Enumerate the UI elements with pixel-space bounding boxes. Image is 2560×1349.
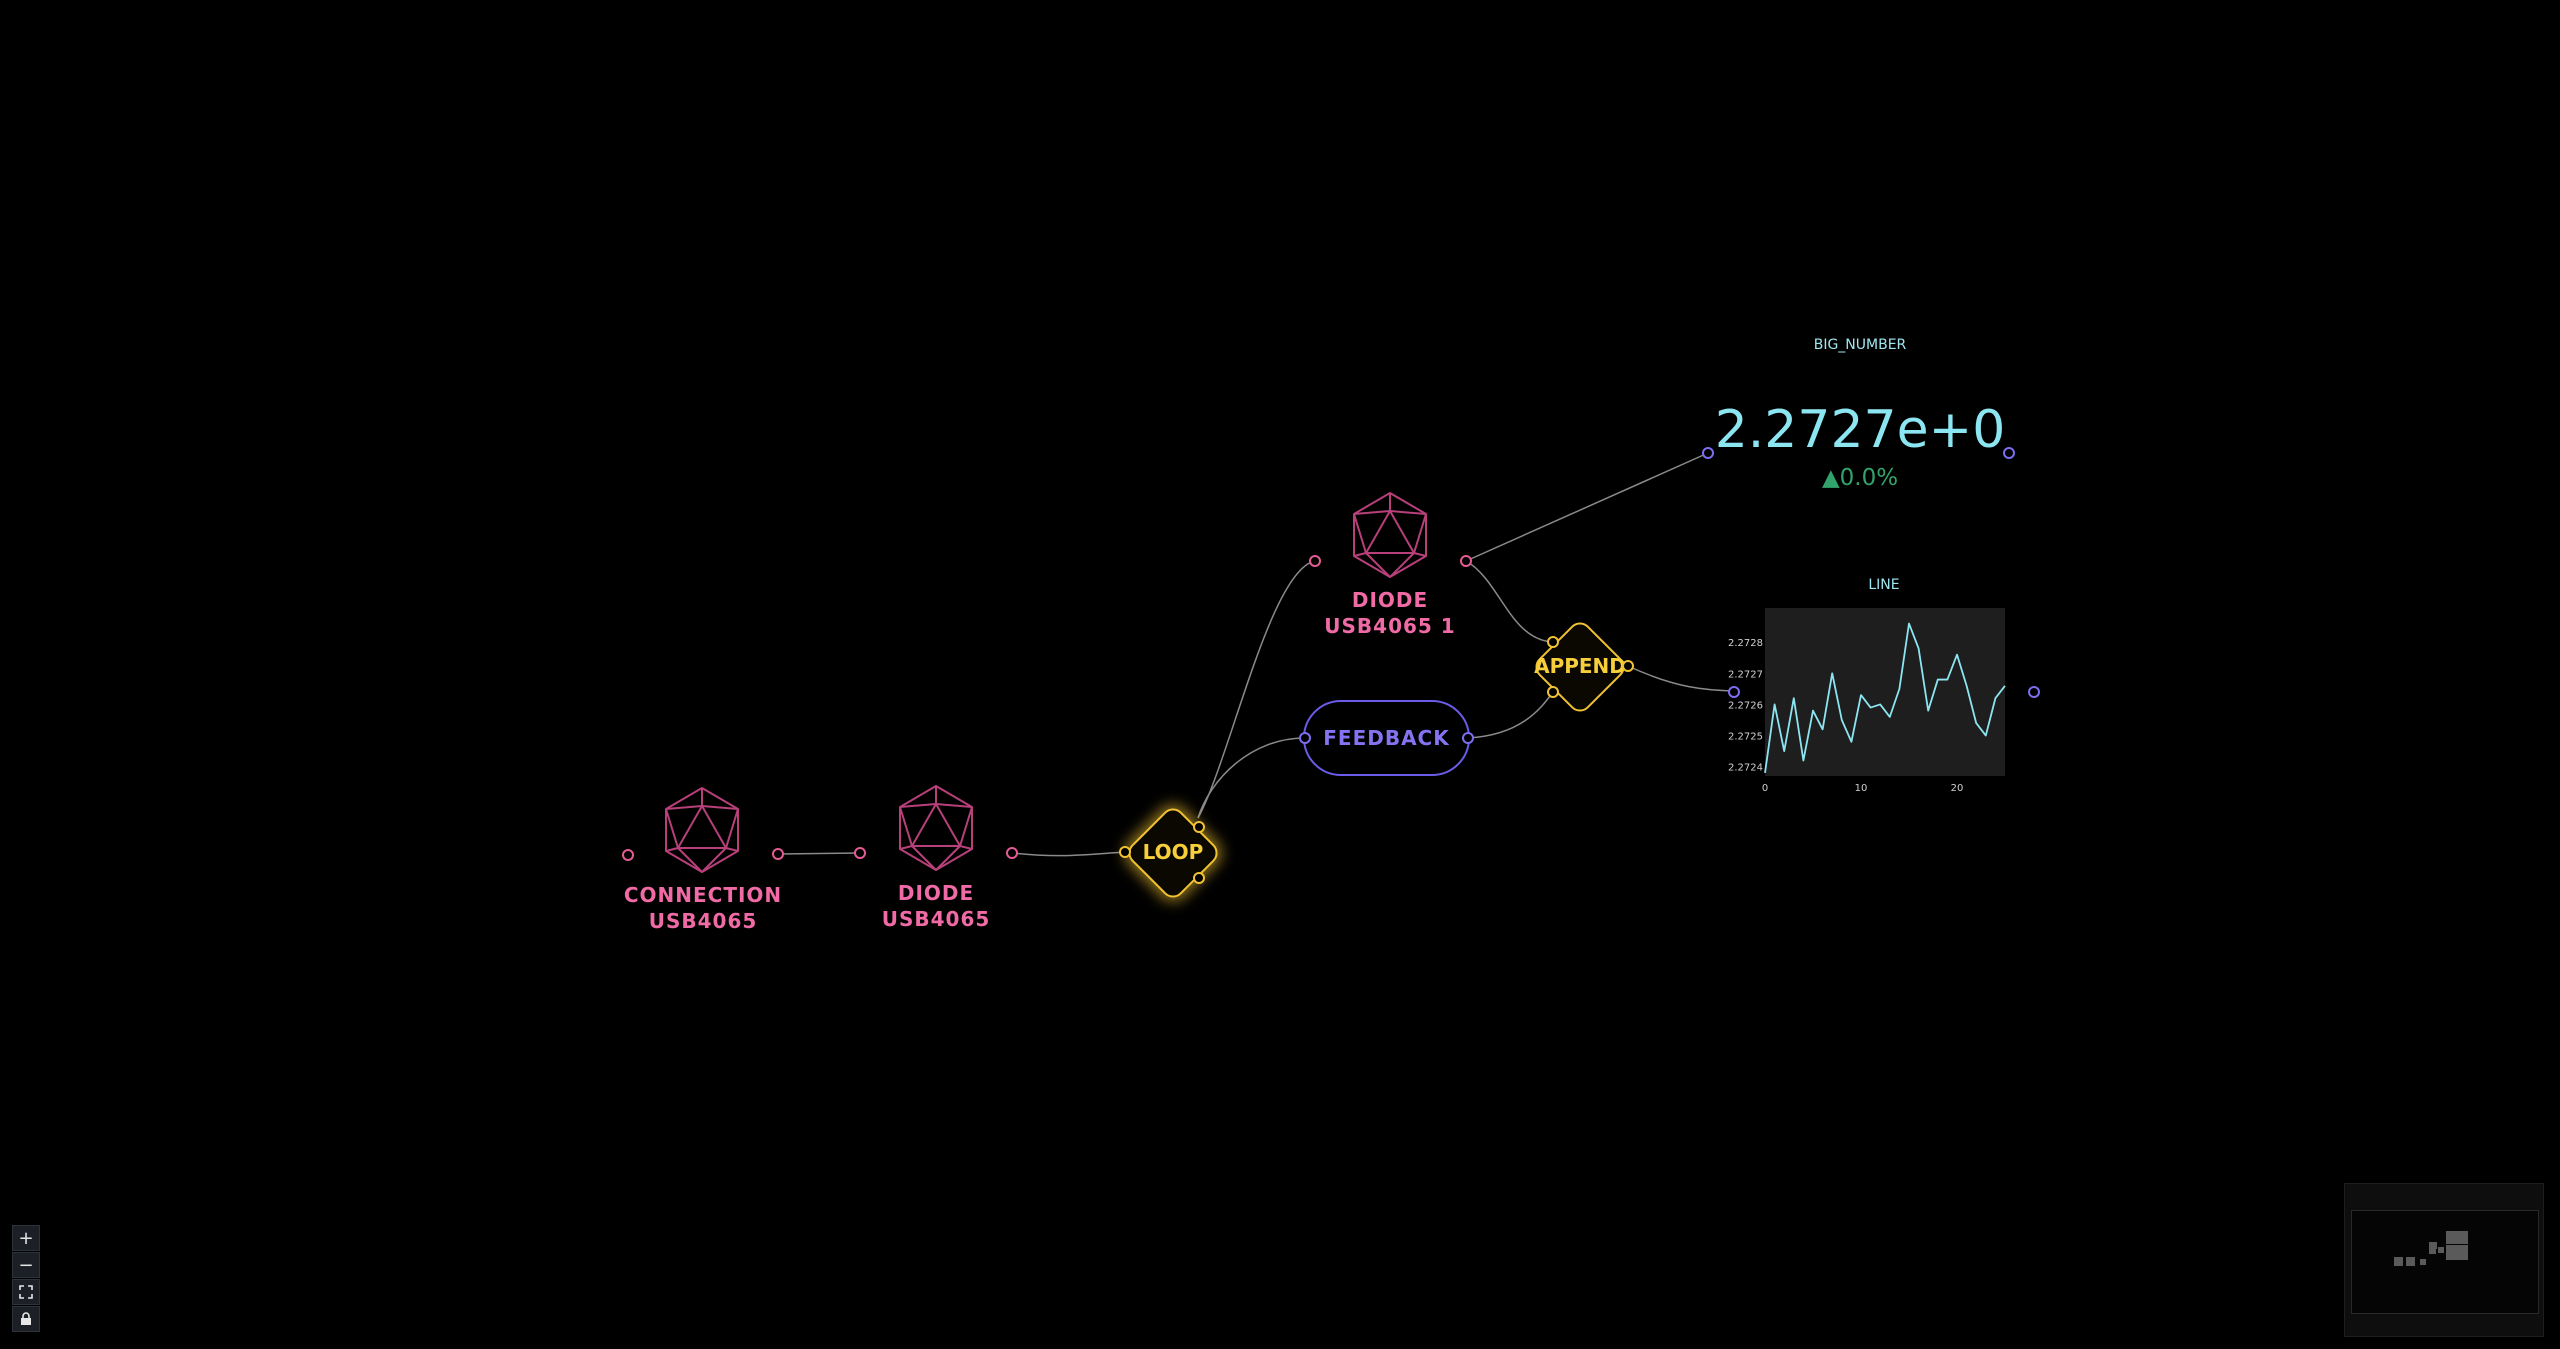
- y-tick-label: 2.2725: [1728, 732, 1763, 743]
- x-tick-label: 20: [1951, 783, 1964, 794]
- y-tick-label: 2.2724: [1728, 763, 1763, 774]
- minimap-node: [2438, 1247, 2444, 1253]
- minimap-node: [2420, 1259, 2426, 1265]
- y-tick-label: 2.2727: [1728, 669, 1763, 680]
- edge-append-line: [1627, 665, 1735, 692]
- y-tick-label: 2.2726: [1728, 700, 1763, 711]
- diode-1-title: DIODE: [1351, 588, 1429, 612]
- diode-title: DIODE: [897, 881, 975, 905]
- minimap-viewport[interactable]: [2351, 1210, 2539, 1314]
- port-loop-in[interactable]: [1119, 846, 1131, 858]
- fit-view-button[interactable]: [12, 1279, 40, 1305]
- edge-feedback-append: [1467, 691, 1554, 739]
- line-chart[interactable]: 2.2724 2.2725 2.2726 2.2727 2.2728 0 10 20: [1720, 600, 2010, 796]
- icosahedron-icon[interactable]: [662, 786, 742, 874]
- edge-connection-diode: [777, 852, 861, 855]
- port-loop-out-2[interactable]: [1193, 872, 1205, 884]
- port-append-in-2[interactable]: [1547, 686, 1559, 698]
- port-loop-out-1[interactable]: [1193, 821, 1205, 833]
- port-feedback-out[interactable]: [1462, 732, 1474, 744]
- big-number-value: 2.2727e+0: [1714, 400, 2006, 460]
- port-diode-1-in[interactable]: [1309, 555, 1321, 567]
- diode-subtitle: USB4065: [881, 907, 991, 931]
- port-append-in-1[interactable]: [1547, 636, 1559, 648]
- zoom-out-button[interactable]: −: [12, 1252, 40, 1278]
- connection-title: CONNECTION: [623, 883, 783, 907]
- port-big-number-out[interactable]: [2003, 447, 2015, 459]
- zoom-in-button[interactable]: +: [12, 1225, 40, 1251]
- x-tick-label: 10: [1855, 783, 1868, 794]
- icosahedron-icon[interactable]: [896, 784, 976, 872]
- x-tick-label: 0: [1762, 783, 1768, 794]
- lock-icon: [21, 1312, 31, 1325]
- minimap-node: [2394, 1257, 2403, 1266]
- loop-label: LOOP: [1142, 840, 1204, 864]
- minimap[interactable]: [2344, 1183, 2544, 1337]
- port-connection-out[interactable]: [772, 848, 784, 860]
- port-connection-in[interactable]: [622, 849, 634, 861]
- minimap-node: [2446, 1231, 2468, 1244]
- big-number-delta: ▲0.0%: [1821, 465, 1899, 491]
- node-label-diode: DIODE USB4065: [856, 880, 1016, 932]
- fit-view-icon: [19, 1285, 33, 1299]
- minimap-node: [2429, 1242, 2437, 1249]
- port-append-out[interactable]: [1622, 660, 1634, 672]
- port-big-number-in[interactable]: [1702, 447, 1714, 459]
- y-tick-label: 2.2728: [1728, 638, 1763, 649]
- connection-subtitle: USB4065: [648, 909, 758, 933]
- minimap-node: [2446, 1245, 2468, 1260]
- series-line: [1764, 622, 2006, 774]
- big-number-title: BIG_NUMBER: [1813, 337, 1907, 353]
- icosahedron-icon[interactable]: [1350, 491, 1430, 579]
- port-diode-out[interactable]: [1006, 847, 1018, 859]
- line-chart-title: LINE: [1868, 577, 1900, 593]
- edge-diode1-bignumber: [1465, 452, 1709, 562]
- append-label: APPEND: [1534, 654, 1626, 678]
- diode-1-subtitle: USB4065 1: [1324, 614, 1456, 638]
- feedback-node[interactable]: FEEDBACK: [1303, 700, 1470, 776]
- edge-diode-loop: [1011, 851, 1126, 857]
- node-label-diode-1: DIODE USB4065 1: [1300, 587, 1480, 639]
- port-line-in[interactable]: [1728, 686, 1740, 698]
- port-line-out[interactable]: [2028, 686, 2040, 698]
- edge-loop-feedback: [1197, 737, 1306, 819]
- port-diode-in[interactable]: [854, 847, 866, 859]
- minimap-node: [2429, 1249, 2436, 1254]
- lock-button[interactable]: [12, 1306, 40, 1332]
- minimap-node: [2406, 1257, 2415, 1266]
- node-label-connection: CONNECTION USB4065: [610, 882, 796, 934]
- edge-loop-diode1: [1197, 560, 1316, 819]
- port-feedback-in[interactable]: [1299, 732, 1311, 744]
- edge-diode1-append: [1465, 560, 1554, 643]
- port-diode-1-out[interactable]: [1460, 555, 1472, 567]
